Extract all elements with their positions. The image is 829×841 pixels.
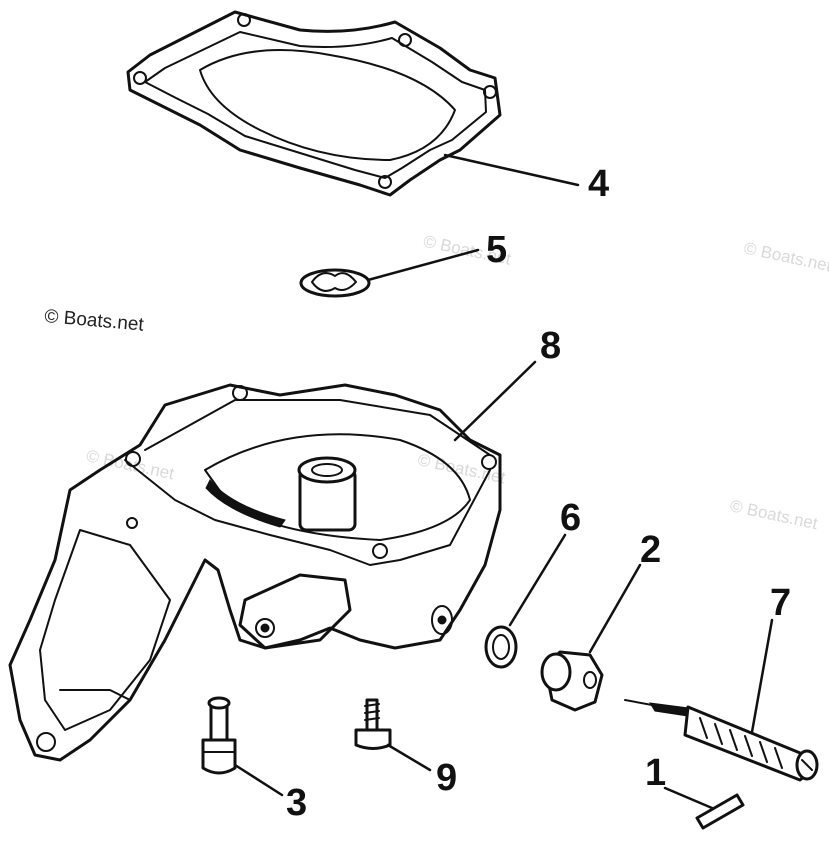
- callout-part-6: 6: [560, 497, 581, 539]
- credit-label: © Boats.net: [44, 306, 146, 336]
- callout-part-7: 7: [770, 582, 791, 624]
- callout-part-3: 3: [286, 782, 307, 824]
- gasket-part-4: [126, 10, 502, 197]
- plug-part-2: [540, 650, 604, 712]
- needle-part-7: [624, 699, 819, 782]
- screw-part-3: [201, 696, 237, 775]
- leader-4: [443, 153, 580, 187]
- plug-part-5: [299, 268, 371, 298]
- leader-7: [750, 618, 774, 734]
- leader-2: [588, 563, 642, 654]
- watermark: © Boats.net: [742, 238, 829, 275]
- leader-9: [386, 743, 432, 772]
- callout-part-4: 4: [588, 163, 609, 205]
- leader-lines: [233, 153, 774, 810]
- watermarks: © Boats.net © Boats.net © Boats.net © Bo…: [85, 232, 829, 534]
- leader-3: [233, 763, 284, 797]
- watermark: © Boats.net: [728, 496, 819, 533]
- washer-part-6: [484, 625, 518, 669]
- screw-part-9: [354, 698, 392, 750]
- callout-part-8: 8: [540, 325, 561, 367]
- pin-part-1: [695, 793, 745, 830]
- callout-part-2: 2: [640, 529, 661, 571]
- callout-part-5: 5: [486, 229, 507, 271]
- leader-5: [366, 248, 480, 282]
- callouts: 4 5 8 6 2 7 1 3 9: [286, 163, 791, 824]
- leader-8: [453, 360, 537, 442]
- leader-6: [508, 533, 567, 627]
- callout-part-9: 9: [436, 757, 457, 799]
- carburetor-body-part-8: [8, 383, 502, 762]
- callout-part-1: 1: [645, 752, 666, 794]
- leader-1: [663, 786, 714, 810]
